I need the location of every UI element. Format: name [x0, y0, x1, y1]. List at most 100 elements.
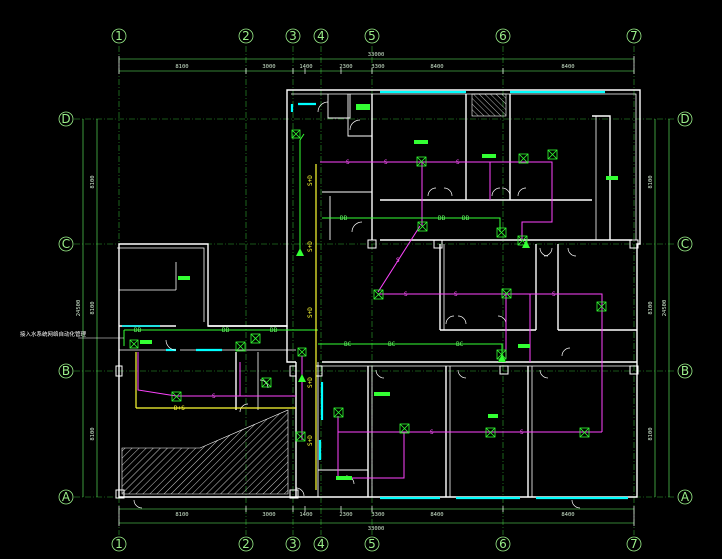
- svg-text:B: B: [681, 364, 689, 378]
- room-tags: [140, 104, 618, 480]
- bubble-col-4-top: 4: [313, 28, 329, 44]
- entry-annotation: 接入水系统网络自动化管理: [20, 330, 124, 339]
- bubble-col-2-top: 2: [238, 28, 254, 44]
- tag-db: DB: [134, 327, 142, 334]
- dim-top-4: 2300: [339, 64, 352, 70]
- bubble-row-a-left: A: [58, 489, 74, 505]
- dimension-ticks: [118, 56, 635, 526]
- tag-bc: BC: [388, 341, 396, 348]
- device-sensor-icon: [518, 153, 529, 164]
- dim-top-3: 1400: [299, 64, 312, 70]
- bubble-row-d-right: D: [677, 111, 693, 127]
- device-sensor-icon: [333, 407, 344, 418]
- bubble-col-7-bottom: 7: [626, 536, 642, 552]
- dim-left-2: 8100: [90, 301, 96, 314]
- svg-text:A: A: [62, 490, 71, 504]
- device-sensor-icon: [417, 221, 428, 232]
- valve-icon: [298, 374, 306, 382]
- dimension-texts: 33000 8100 3000 1400 2300 3300 8400 8400…: [76, 52, 668, 532]
- row-bubbles-right: D C B A: [677, 111, 693, 505]
- dim-left-3: 8100: [90, 427, 96, 440]
- tag-s: S: [430, 429, 434, 436]
- pipe-network-sd: [135, 164, 317, 490]
- svg-text:5: 5: [368, 29, 376, 43]
- svg-text:5: 5: [368, 537, 376, 551]
- row-bubbles-left: D C B A: [58, 111, 74, 505]
- pipe-tags: S S S S S S S S S S DB DB DB DB DB DB BC…: [134, 159, 556, 446]
- bubble-row-c-left: C: [58, 236, 74, 252]
- svg-text:2: 2: [242, 29, 250, 43]
- column-bubbles-bottom: 1 2 3 4 5 6 7: [111, 536, 642, 552]
- tag-sd: S+D: [307, 175, 314, 186]
- svg-text:C: C: [681, 237, 689, 251]
- bubble-row-a-right: A: [677, 489, 693, 505]
- tag-db: DB: [340, 215, 348, 222]
- svg-text:1: 1: [115, 537, 123, 551]
- svg-text:A: A: [681, 490, 690, 504]
- valve-icon: [498, 354, 506, 362]
- dim-top-5: 3300: [371, 64, 384, 70]
- tag-bc: BC: [344, 341, 352, 348]
- dim-bottom-1: 8100: [175, 512, 188, 518]
- device-sensor-icon: [373, 289, 384, 300]
- svg-text:D: D: [680, 112, 689, 126]
- tag-sd: S+D: [307, 241, 314, 252]
- tag-ds: D+S: [174, 405, 185, 412]
- tag-s: S: [552, 291, 556, 298]
- bubble-col-5-top: 5: [364, 28, 380, 44]
- device-sensor-icon: [501, 288, 512, 299]
- bubble-col-7-top: 7: [626, 28, 642, 44]
- device-sensor-icon: [596, 301, 607, 312]
- pipe-network-s: [137, 161, 603, 479]
- tag-db: DB: [462, 215, 470, 222]
- structural-columns: [115, 239, 639, 499]
- devices: [129, 129, 607, 442]
- svg-text:7: 7: [630, 537, 638, 551]
- bubble-col-6-bottom: 6: [495, 536, 511, 552]
- device-sensor-icon: [250, 333, 261, 344]
- svg-text:4: 4: [317, 29, 325, 43]
- device-sensor-icon: [297, 347, 307, 357]
- hatched-shaft: [471, 93, 507, 117]
- tag-bc: BC: [456, 341, 464, 348]
- tag-sd: S+D: [307, 435, 314, 446]
- dim-bottom-6: 8400: [430, 512, 443, 518]
- device-sensor-icon: [129, 339, 139, 349]
- hatched-stair-zone: [121, 409, 289, 495]
- device-sensor-icon: [416, 156, 427, 167]
- bubble-col-3-top: 3: [285, 28, 301, 44]
- valve-icon: [522, 240, 530, 248]
- svg-text:3: 3: [289, 29, 297, 43]
- dim-left-total: 24500: [76, 300, 82, 317]
- bubble-col-5-bottom: 5: [364, 536, 380, 552]
- svg-text:B: B: [62, 364, 70, 378]
- windows: [122, 90, 628, 500]
- tag-s: S: [404, 291, 408, 298]
- tag-s: S: [384, 159, 388, 166]
- dim-top-1: 8100: [175, 64, 188, 70]
- column-bubbles-top: 1 2 3 4 5 6 7: [111, 28, 642, 44]
- tag-db: DB: [438, 215, 446, 222]
- dimension-lines: [82, 58, 670, 524]
- dim-bottom-total: 33000: [368, 526, 385, 532]
- dim-bottom-7: 8400: [561, 512, 574, 518]
- tag-db: DB: [222, 327, 230, 334]
- bubble-col-3-bottom: 3: [285, 536, 301, 552]
- bubble-col-6-top: 6: [495, 28, 511, 44]
- device-sensor-icon: [235, 341, 246, 352]
- dim-right-total: 24500: [662, 300, 668, 317]
- svg-text:D: D: [61, 112, 70, 126]
- bubble-col-1-bottom: 1: [111, 536, 127, 552]
- bubble-col-4-bottom: 4: [313, 536, 329, 552]
- dim-bottom-4: 2300: [339, 512, 352, 518]
- dim-top-6: 8400: [430, 64, 443, 70]
- device-sensor-icon: [547, 149, 558, 160]
- device-sensor-icon: [295, 431, 306, 442]
- entry-note: 接入水系统网络自动化管理: [20, 330, 87, 338]
- tag-sd: S+D: [307, 307, 314, 318]
- tag-sd: S+D: [307, 377, 314, 388]
- device-sensor-icon: [291, 129, 301, 139]
- dim-top-7: 8400: [561, 64, 574, 70]
- svg-text:2: 2: [242, 537, 250, 551]
- dim-top-2: 3000: [262, 64, 275, 70]
